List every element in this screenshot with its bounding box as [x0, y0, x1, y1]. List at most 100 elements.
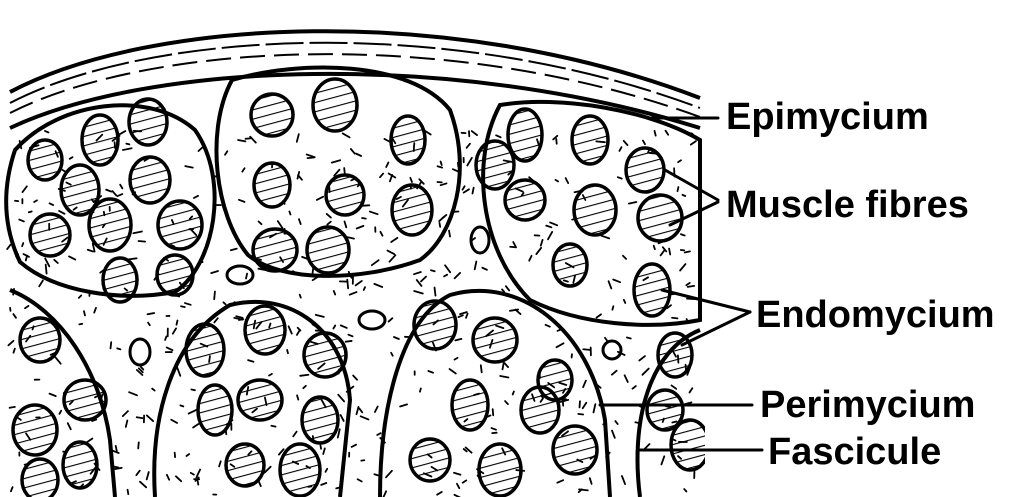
muscle-fibre — [302, 397, 338, 443]
endomycium-dash — [678, 187, 679, 191]
endomycium-dash — [645, 444, 650, 449]
endomycium-dash — [389, 318, 393, 321]
endomycium-dash — [147, 415, 153, 421]
endomycium-dash — [555, 180, 558, 182]
endomycium-dash — [50, 203, 54, 205]
muscle-fibre — [391, 116, 425, 164]
endomycium-dash — [445, 265, 450, 272]
endomycium-dash — [603, 424, 606, 425]
muscle-fibre — [326, 175, 364, 215]
leader-endomycium-a — [662, 290, 750, 312]
endomycium-dash — [420, 388, 421, 391]
endomycium-dash — [496, 135, 501, 137]
muscle-fibre — [226, 444, 264, 486]
endomycium-dash — [609, 281, 612, 288]
endomycium-dash — [661, 250, 665, 255]
endomycium-dash — [583, 381, 586, 387]
endomycium-dash — [450, 369, 456, 373]
endomycium-dash — [463, 480, 467, 482]
endomycium-dash — [622, 476, 625, 484]
muscle-fibre — [238, 380, 282, 420]
endomycium-dash — [14, 349, 15, 353]
endomycium-dash — [503, 362, 504, 370]
endomycium-dash — [234, 302, 237, 303]
muscle-fibre — [410, 439, 450, 481]
endomycium-dash — [19, 220, 24, 222]
endomycium-dash — [441, 183, 447, 185]
endomycium-dash — [613, 280, 620, 283]
endomycium-dash — [580, 401, 581, 407]
endomycium-dash — [348, 335, 352, 337]
endomycium-dash — [583, 403, 587, 408]
endomycium-dash — [11, 487, 13, 491]
endomycium-dash — [505, 401, 508, 404]
endomycium-dash — [45, 131, 49, 133]
endomycium-dash — [578, 414, 583, 415]
endomycium-dash — [307, 155, 315, 158]
muscle-fibre — [63, 442, 97, 488]
endomycium-dash — [289, 326, 292, 333]
label-fascicule: Fascicule — [768, 433, 941, 471]
endomycium-dash — [637, 447, 638, 453]
endomycium-dash — [129, 392, 137, 395]
endomycium-dash — [661, 456, 664, 464]
muscle-fibre — [64, 380, 106, 420]
leader-endomycium-b — [682, 312, 750, 345]
endomycium-dash — [55, 357, 60, 363]
muscle-fibre — [476, 141, 514, 189]
endomycium-dash — [214, 318, 218, 322]
endomycium-dash — [437, 492, 442, 495]
endomycium-dash — [467, 144, 470, 148]
endomycium-dash — [481, 365, 482, 372]
endomycium-dash — [444, 275, 447, 277]
endomycium-dash — [421, 277, 426, 282]
endomycium-dash — [231, 249, 237, 251]
endomycium-dash — [548, 232, 552, 239]
endomycium-dash — [455, 358, 458, 360]
endomycium-dash — [334, 291, 335, 295]
endomycium-dash — [550, 222, 557, 225]
endomycium-dash — [165, 336, 166, 339]
endomycium-dash — [672, 318, 677, 319]
endomycium-dash — [289, 211, 290, 214]
endomycium-dash — [338, 429, 340, 437]
endomycium-dash — [140, 482, 146, 488]
endomycium-dash — [117, 348, 120, 349]
endomycium-dash — [619, 147, 621, 151]
endomycium-dash — [500, 376, 508, 378]
endomycium-dash — [482, 268, 487, 270]
endomycium-dash — [529, 256, 531, 261]
muscle-fibre — [22, 459, 58, 497]
endomycium-dash — [464, 189, 469, 192]
endomycium-dash — [457, 484, 459, 488]
endomycium-dash — [148, 313, 155, 314]
endomycium-dash — [327, 214, 331, 218]
endomycium-dash — [118, 194, 123, 196]
endomycium-dash — [458, 163, 459, 167]
endomycium-dash — [370, 212, 378, 215]
endomycium-dash — [345, 221, 347, 227]
endomycium-dash — [688, 286, 694, 287]
label-muscle-fibres: Muscle fibres — [726, 186, 969, 224]
endomycium-dash — [362, 218, 366, 219]
endomycium-dash — [152, 389, 155, 391]
muscle-fibre — [521, 387, 559, 433]
endomycium-dash — [259, 221, 262, 224]
endomycium-dash — [327, 222, 330, 225]
endomycium-dash — [239, 200, 245, 202]
endomycium-dash — [177, 321, 178, 325]
endomycium-dash — [191, 389, 195, 390]
endomycium-dash — [242, 168, 244, 171]
muscle-fibre — [572, 116, 608, 164]
label-epimycium: Epimycium — [726, 98, 929, 136]
endomycium-dash — [225, 151, 227, 154]
endomycium-dash — [536, 248, 541, 254]
endomycium-dash — [377, 433, 380, 435]
endomycium-dash — [364, 287, 365, 290]
endomycium-dash — [612, 371, 617, 375]
endomycium-dash — [176, 476, 181, 481]
muscle-fibre — [280, 444, 320, 496]
endomycium-dash — [347, 280, 348, 289]
endomycium-dash — [682, 195, 685, 196]
